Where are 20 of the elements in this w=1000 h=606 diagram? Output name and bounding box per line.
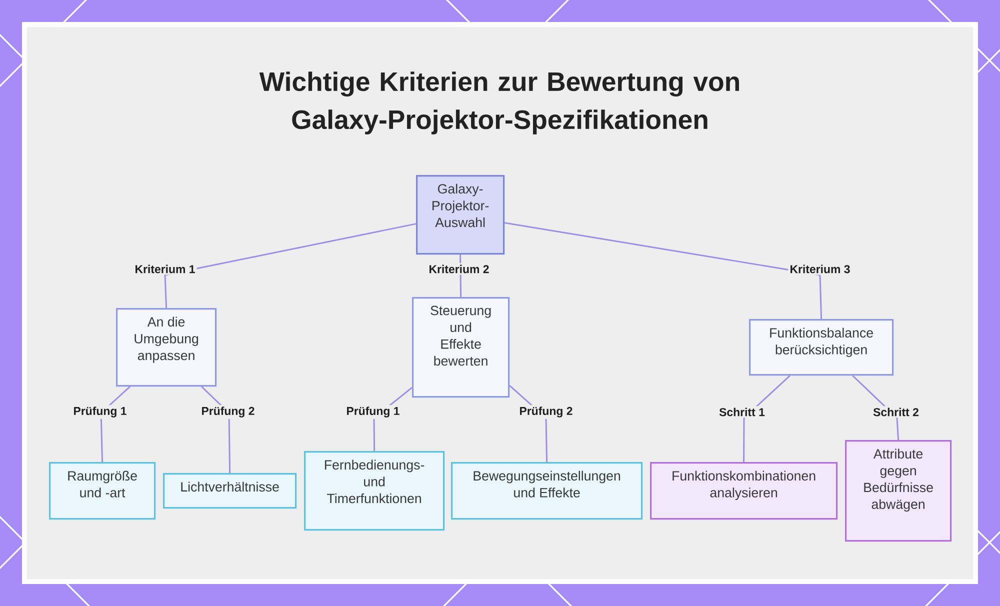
- edge-label: Prüfung 1: [344, 405, 402, 419]
- edge-label: Schritt 1: [717, 406, 767, 418]
- leaf-box: Raumgröße und -art: [49, 462, 156, 520]
- title: Wichtige Kriterien zur Bewertung von Galaxy-Projektor-Spezifikationen: [259, 72, 739, 134]
- edge-label: Kriterium 2: [427, 263, 491, 275]
- root-box: Galaxy-Projektor-Auswahl: [416, 175, 505, 255]
- leaf-box: Attribute gegen Bedürfnisse abwägen: [845, 440, 952, 542]
- leaf-box: Funktionskombinationen analysieren: [650, 462, 838, 520]
- edge-label: Schritt 2: [871, 406, 921, 418]
- branch-box: An die Umgebung anpassen: [116, 308, 217, 387]
- leaf-box: Bewegungseinstellungen und Effekte: [451, 462, 643, 520]
- leaf-box: Fernbedienungs- und Timerfunktionen: [304, 451, 445, 531]
- edge-label: Prüfung 2: [200, 405, 256, 419]
- leaf-box: Lichtverhältnisse: [163, 473, 297, 509]
- branch-box: Steuerung und Effekte bewerten: [412, 297, 510, 398]
- edge-label: Kriterium 1: [133, 263, 197, 275]
- edge-label: Prüfung 2: [518, 405, 574, 419]
- branch-box: Funktionsbalance berücksichtigen: [749, 319, 894, 376]
- edge-label: Prüfung 1: [72, 405, 128, 419]
- edge-label: Kriterium 3: [788, 263, 852, 275]
